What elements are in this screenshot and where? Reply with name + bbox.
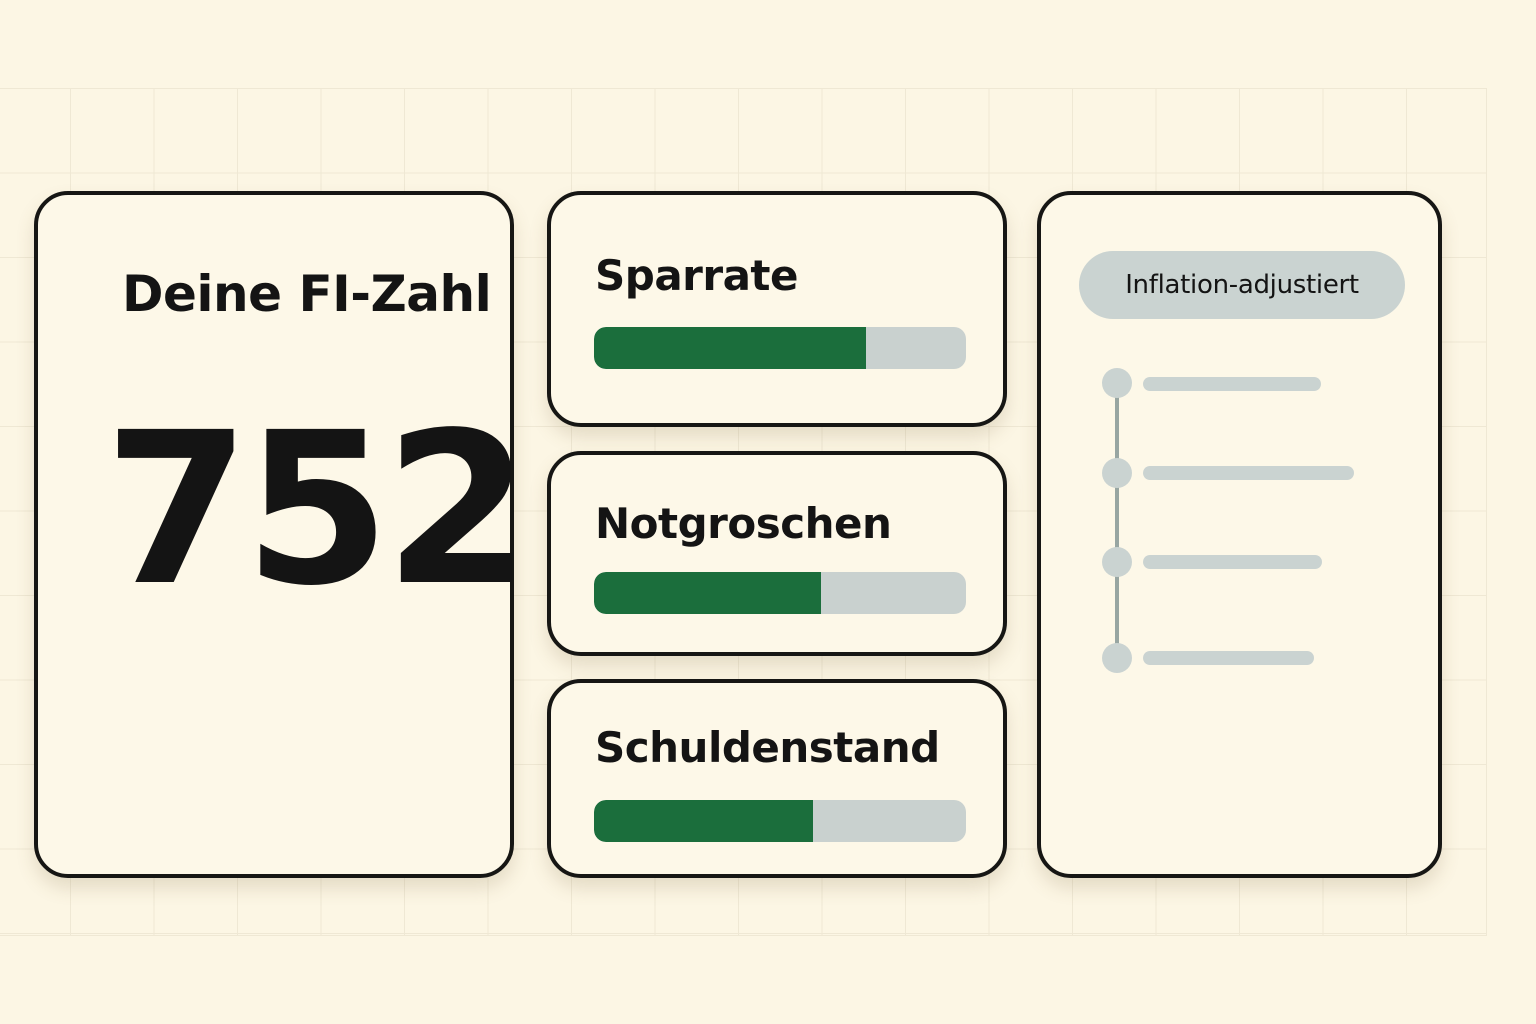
metric-card-notgroschen: Notgroschen (547, 451, 1007, 656)
timeline-line (1115, 385, 1119, 657)
timeline-dot (1102, 458, 1132, 488)
progress-fill (594, 572, 821, 614)
progress-bar (594, 800, 966, 842)
inflation-panel: Inflation-adjustiert (1037, 191, 1442, 878)
progress-fill (594, 800, 814, 842)
metric-card-sparrate: Sparrate (547, 191, 1007, 427)
timeline-placeholder-bar (1143, 651, 1314, 665)
timeline-dot (1102, 547, 1132, 577)
fi-number-card: Deine FI-Zahl 752 (34, 191, 530, 878)
inflation-adjusted-toggle[interactable]: Inflation-adjustiert (1079, 251, 1405, 319)
progress-bar (594, 327, 966, 369)
progress-bar (594, 572, 966, 614)
timeline-dot (1102, 368, 1132, 398)
progress-fill (594, 327, 866, 369)
timeline-placeholder-bar (1143, 555, 1322, 569)
fi-card-title: Deine FI-Zahl (122, 265, 492, 323)
fi-number-value: 752 (104, 387, 530, 632)
metric-card-schuldenstand: Schuldenstand (547, 679, 1007, 878)
metric-label: Schuldenstand (595, 723, 940, 772)
metric-label: Sparrate (595, 251, 799, 300)
timeline-placeholder-bar (1143, 377, 1321, 391)
timeline-dot (1102, 643, 1132, 673)
timeline-placeholder-bar (1143, 466, 1354, 480)
metric-label: Notgroschen (595, 499, 892, 548)
